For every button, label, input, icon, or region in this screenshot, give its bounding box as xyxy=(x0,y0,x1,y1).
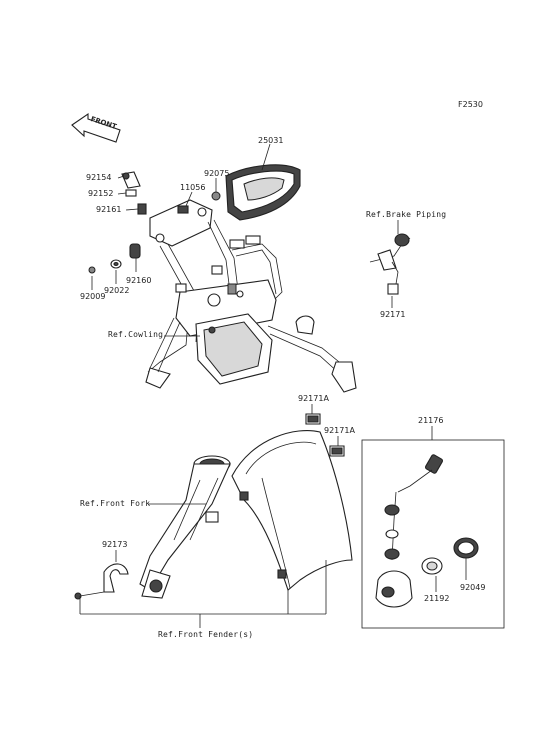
part-label-92171A-upper: 92171A xyxy=(298,394,329,403)
hardware-92075-damper xyxy=(211,191,221,201)
part-label-92154: 92154 xyxy=(86,173,112,182)
part-label-11056: 11056 xyxy=(180,183,206,192)
part-label-92022: 92022 xyxy=(104,286,130,295)
ref-front-fender: Ref.Front Fender(s) xyxy=(158,630,254,639)
meter-stay-frame xyxy=(145,199,357,393)
part-label-21176: 21176 xyxy=(418,416,444,425)
figure-id: F2530 xyxy=(458,100,483,109)
part-label-92160: 92160 xyxy=(126,276,152,285)
hardware-92161-damper xyxy=(137,203,147,215)
sensor-clamp-92171 xyxy=(369,233,411,295)
sensor-assembly-21176 xyxy=(375,454,444,608)
part-label-25031: 25031 xyxy=(258,136,284,145)
part-label-92009: 92009 xyxy=(80,292,106,301)
inset-box-21176 xyxy=(361,439,505,629)
ref-cowling: Ref.Cowling xyxy=(108,330,164,339)
part-label-92049: 92049 xyxy=(460,583,486,592)
part-label-92161: 92161 xyxy=(96,205,122,214)
oil-seal-92049 xyxy=(453,537,479,559)
hose-clamp-92173 xyxy=(74,563,129,600)
leader-lines xyxy=(79,143,467,628)
hardware-92160-damper xyxy=(129,243,141,259)
ref-brake-piping: Ref.Brake Piping xyxy=(366,210,447,219)
part-label-21192: 21192 xyxy=(424,594,450,603)
meter-unit xyxy=(225,164,301,221)
part-label-92152: 92152 xyxy=(88,189,114,198)
ref-front-fork: Ref.Front Fork xyxy=(80,499,151,508)
clip-92171A-upper xyxy=(305,413,321,425)
part-label-92171: 92171 xyxy=(380,310,406,319)
hardware-92022-washer xyxy=(110,259,122,269)
clip-92171A-lower xyxy=(329,445,345,457)
part-label-92173: 92173 xyxy=(102,540,128,549)
front-direction-arrow-icon xyxy=(71,112,121,143)
part-label-92171A-lower: 92171A xyxy=(324,426,355,435)
front-fender xyxy=(231,430,353,591)
hardware-92152-collar xyxy=(125,189,137,197)
part-label-92075: 92075 xyxy=(204,169,230,178)
grommet-21192 xyxy=(421,557,443,575)
hardware-92009-screw xyxy=(88,266,96,274)
front-fork xyxy=(139,455,231,599)
hardware-92154-bolt xyxy=(121,171,141,189)
